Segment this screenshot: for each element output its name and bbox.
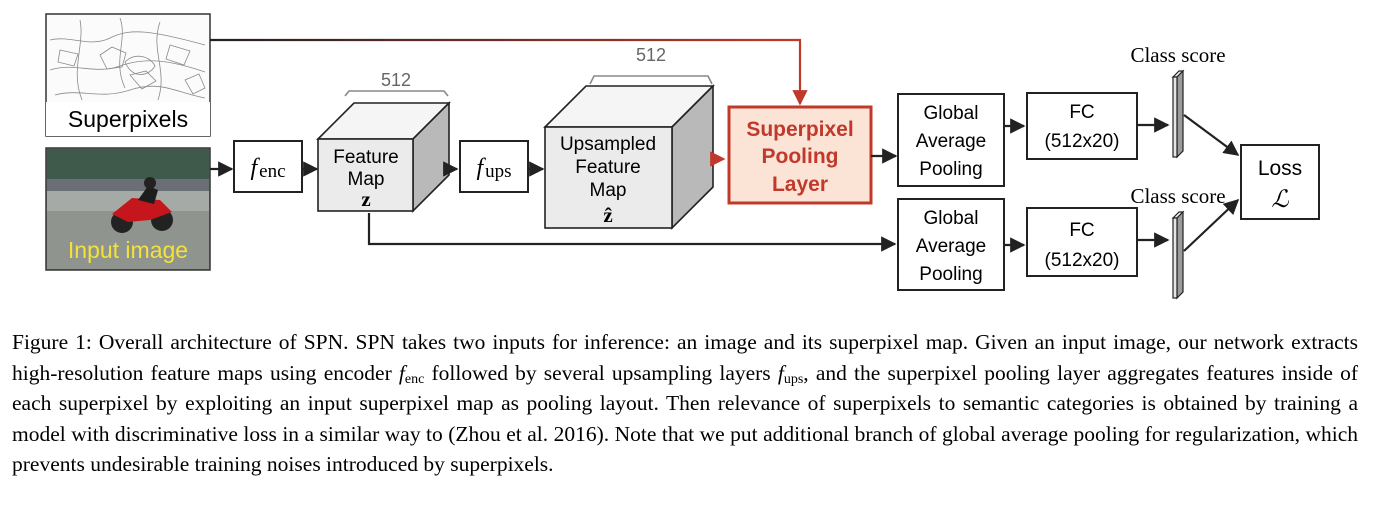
loss-label: Loss (1258, 157, 1302, 180)
gap-bottom-line1: Global (924, 208, 979, 229)
upsampled-dim-label: 512 (636, 45, 666, 65)
encoder-subscript: enc (259, 161, 285, 182)
feature-dim-bracket (344, 90, 449, 97)
feature-dim-label: 512 (381, 70, 411, 90)
feature-map-line2: Map (348, 169, 385, 190)
encoder-symbol: f (250, 155, 260, 181)
caption-f-ups-sub: ups (783, 371, 804, 387)
upsampled-line1: Upsampled (560, 134, 656, 155)
input-image: Input image (45, 147, 211, 271)
fc-bottom-box: FC (512x20) (1026, 207, 1138, 277)
fc-bottom-line2: (512x20) (1045, 250, 1120, 271)
loss-box: Loss ℒ (1240, 144, 1320, 220)
input-image-label: Input image (68, 237, 188, 263)
class-score-bottom-label: Class score (1130, 184, 1225, 208)
svg-text:fenc: fenc (250, 155, 285, 182)
gap-top-line3: Pooling (919, 159, 982, 180)
upsampled-line3: Map (590, 180, 627, 201)
svg-text:fups: fups (476, 155, 511, 182)
upsampled-line2: Feature (575, 157, 640, 178)
fc-top-line1: FC (1069, 102, 1094, 123)
spp-line2: Pooling (762, 145, 839, 168)
feature-map-line1: Feature (333, 147, 398, 168)
upsampled-symbol: ẑ (603, 203, 612, 227)
fc-top-box: FC (512x20) (1026, 92, 1138, 160)
superpixel-boundaries (49, 17, 206, 101)
motorcycle-figure (111, 177, 173, 233)
spp-line1: Superpixel (746, 118, 853, 141)
spp-line3: Layer (772, 173, 828, 196)
arrow-score-bottom-to-loss (1183, 198, 1240, 252)
arrow-feature-to-gap-bottom (367, 213, 897, 252)
arrow-score-top-to-loss (1183, 114, 1240, 156)
upsampler-subscript: ups (485, 161, 511, 182)
gap-bottom-line2: Average (916, 236, 986, 257)
superpixel-pooling-layer: Superpixel Pooling Layer (727, 105, 873, 205)
class-score-top-label: Class score (1130, 43, 1225, 67)
upsampler-symbol: f (476, 155, 486, 181)
fc-bottom-line1: FC (1069, 220, 1094, 241)
gap-bottom-line3: Pooling (919, 264, 982, 285)
gap-bottom-box: Global Average Pooling (897, 198, 1005, 291)
class-score-top: Class score (1130, 43, 1226, 159)
caption-part-2: followed by several upsampling layers (424, 360, 778, 385)
upsampled-feature-cube: 512 Upsampled Feature Map ẑ (543, 45, 715, 230)
loss-symbol: ℒ (1271, 187, 1289, 213)
upsampled-dim-bracket (589, 75, 713, 85)
feature-map-cube: 512 Feature Map z (316, 70, 451, 213)
superpixels-label: Superpixels (68, 106, 188, 132)
gap-top-line2: Average (916, 131, 986, 152)
caption-f-enc: f (398, 360, 405, 385)
figure-caption: Figure 1: Overall architecture of SPN. S… (12, 327, 1358, 480)
superpixels-input: Superpixels (45, 13, 211, 137)
caption-f-ups: f (777, 360, 784, 385)
gap-top-line1: Global (924, 103, 979, 124)
caption-part-3: , and the superpixel pooling layer aggre… (12, 360, 1358, 477)
class-score-bottom: Class score (1130, 184, 1226, 300)
caption-part-1: Figure 1: Overall architecture of SPN. S… (12, 330, 1358, 385)
fc-top-line2: (512x20) (1045, 131, 1120, 152)
arrow-superpixels-to-spp (210, 38, 808, 106)
feature-map-symbol: z (361, 187, 370, 211)
caption-f-enc-sub: enc (404, 371, 425, 387)
gap-top-box: Global Average Pooling (897, 93, 1005, 187)
